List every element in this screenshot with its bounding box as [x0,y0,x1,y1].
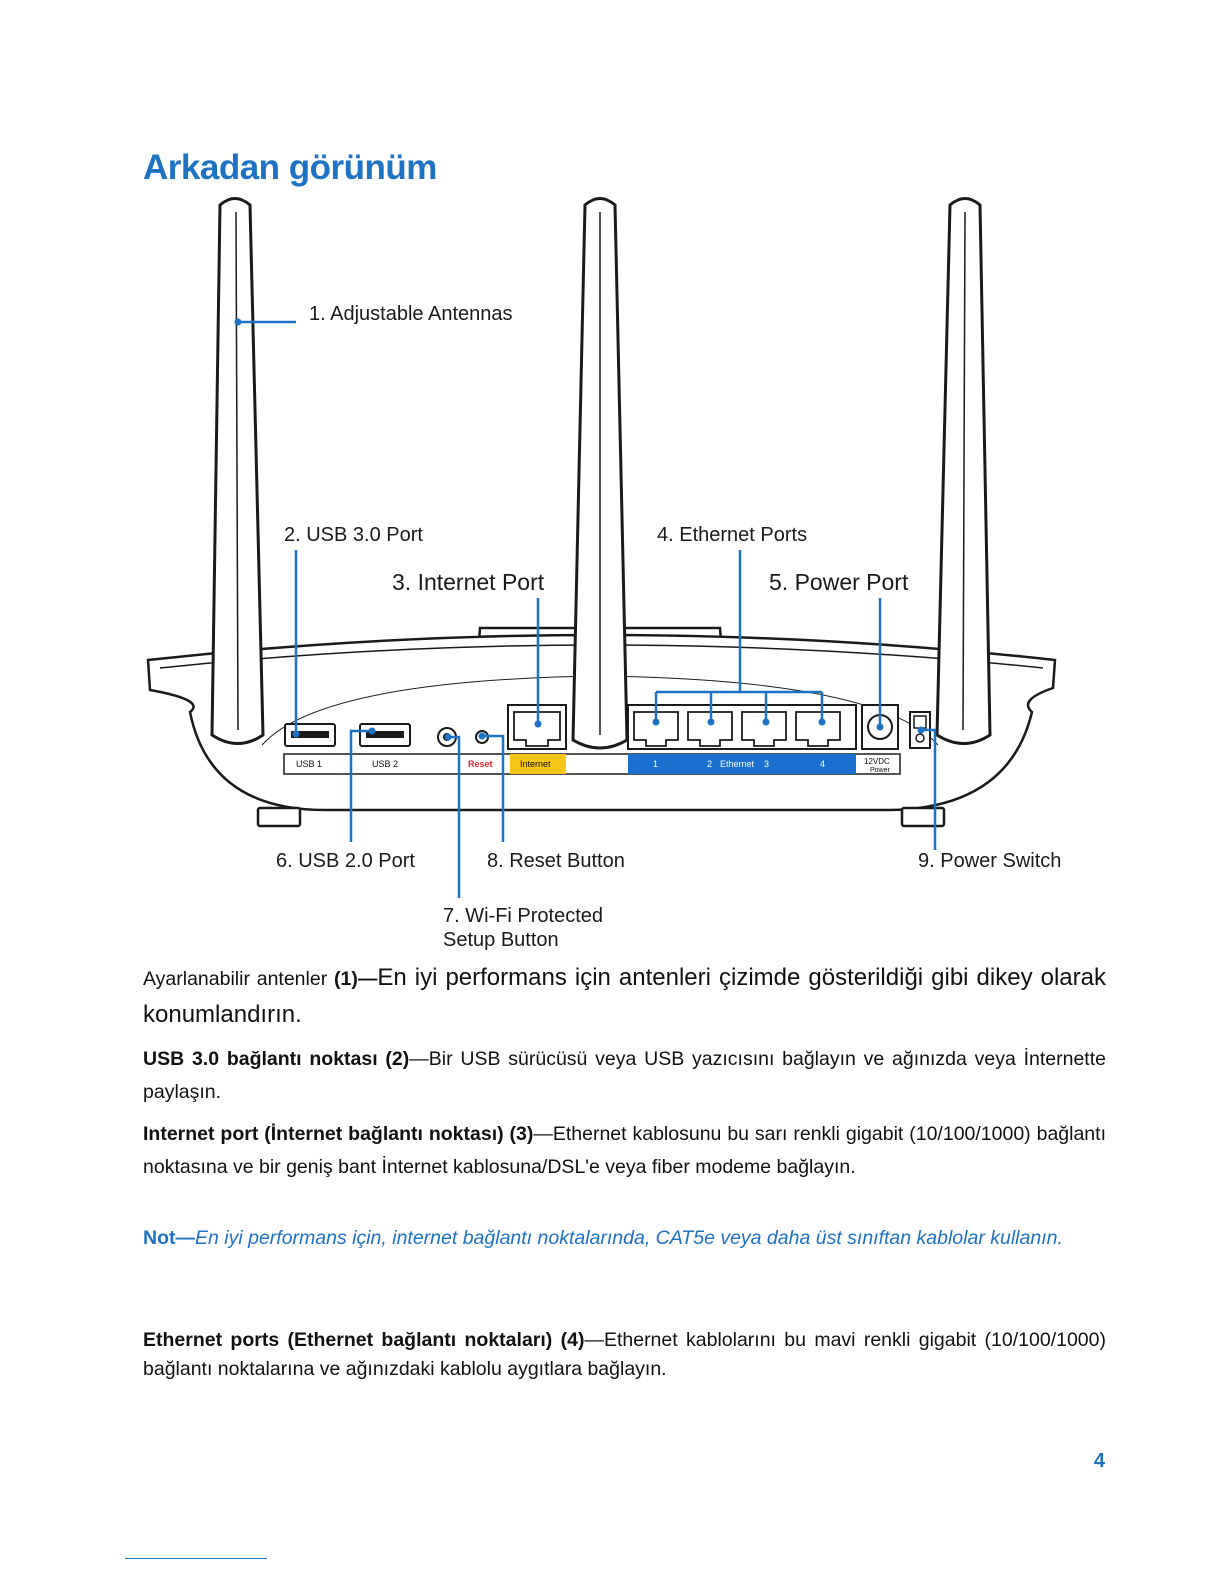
paragraph-ethernet: Ethernet ports (Ethernet bağlantı noktal… [143,1326,1106,1384]
leader-reset [482,734,505,842]
usb1-port [284,723,336,747]
footnote-rule [125,1558,267,1559]
callout-reset: 8. Reset Button [487,850,625,872]
note-label: Not— [143,1227,195,1249]
paragraph-usb30: USB 3.0 bağlantı noktası (2)—Bir USB sür… [143,1043,1106,1109]
eth4-label: 4 [820,759,825,769]
p1-num: (1)— [334,968,378,990]
callout-power-port: 5. Power Port [769,569,909,595]
paragraph-note: Not—En iyi performans için, internet bağ… [143,1222,1106,1255]
internet-label: Internet [520,759,551,769]
router-foot-right [900,806,946,828]
router-foot-left [256,806,302,828]
paragraph-antennas: Ayarlanabilir antenler (1)—En iyi perfor… [143,960,1106,1034]
antenna-center [571,197,629,750]
p3-bold: Internet port (İnternet bağlantı noktası… [143,1123,534,1145]
antenna-left [210,197,265,745]
ethernet-ports [627,704,857,750]
page-title: Arkadan görünüm [143,148,437,187]
callout-ethernet: 4. Ethernet Ports [657,524,808,546]
reset-label: Reset [468,759,493,769]
paragraph-internet: Internet port (İnternet bağlantı noktası… [143,1118,1106,1184]
eth3-label: 3 [764,759,769,769]
leader-usb20 [349,729,372,842]
leader-wps [448,735,461,898]
note-text: En iyi performans için, internet bağlant… [195,1227,1063,1249]
power-port [861,704,899,750]
callout-wps-line1: 7. Wi-Fi Protected [443,905,604,927]
p2-text: —Bir USB sürücüsü veya USB yazıcısını ba… [143,1048,1106,1103]
leader-power-switch [921,728,937,850]
p4-text: —Ethernet kablolarını bu mavi renkli gig… [143,1329,1106,1380]
internet-label-bg [510,754,566,774]
ethernet-label-bg [628,754,856,774]
power-v-label: 12VDC [864,757,890,766]
callout-usb20: 6. USB 2.0 Port [276,850,415,872]
eth-word-label: Ethernet [720,759,755,769]
p1-lead: Ayarlanabilir antenler [143,968,328,990]
page-number: 4 [1093,1450,1105,1472]
callout-antennas: 1. Adjustable Antennas [309,303,513,325]
usb2-label: USB 2 [372,759,398,769]
antenna-right [935,197,992,745]
eth1-label: 1 [653,759,658,769]
eth2-label: 2 [707,759,712,769]
p3-text: —Ethernet kablosunu bu sarı renkli gigab… [143,1123,1106,1178]
p1-text: En iyi performans için antenleri çizimde… [143,964,1106,1028]
callout-power-switch: 9. Power Switch [918,850,1062,872]
router-rear-diagram: USB 1 USB 2 Reset Internet 1 2 Ethernet … [146,197,1057,898]
p2-bold: USB 3.0 bağlantı noktası (2) [143,1048,410,1070]
p4-bold: Ethernet ports (Ethernet bağlantı noktal… [143,1329,585,1351]
usb2-port [359,723,411,747]
power-word-label: Power [870,767,891,774]
callout-internet: 3. Internet Port [392,569,545,595]
usb1-label: USB 1 [296,759,322,769]
callout-wps-line2: Setup Button [443,929,559,951]
callout-usb30: 2. USB 3.0 Port [284,524,423,546]
leader-ethernet [654,550,824,722]
